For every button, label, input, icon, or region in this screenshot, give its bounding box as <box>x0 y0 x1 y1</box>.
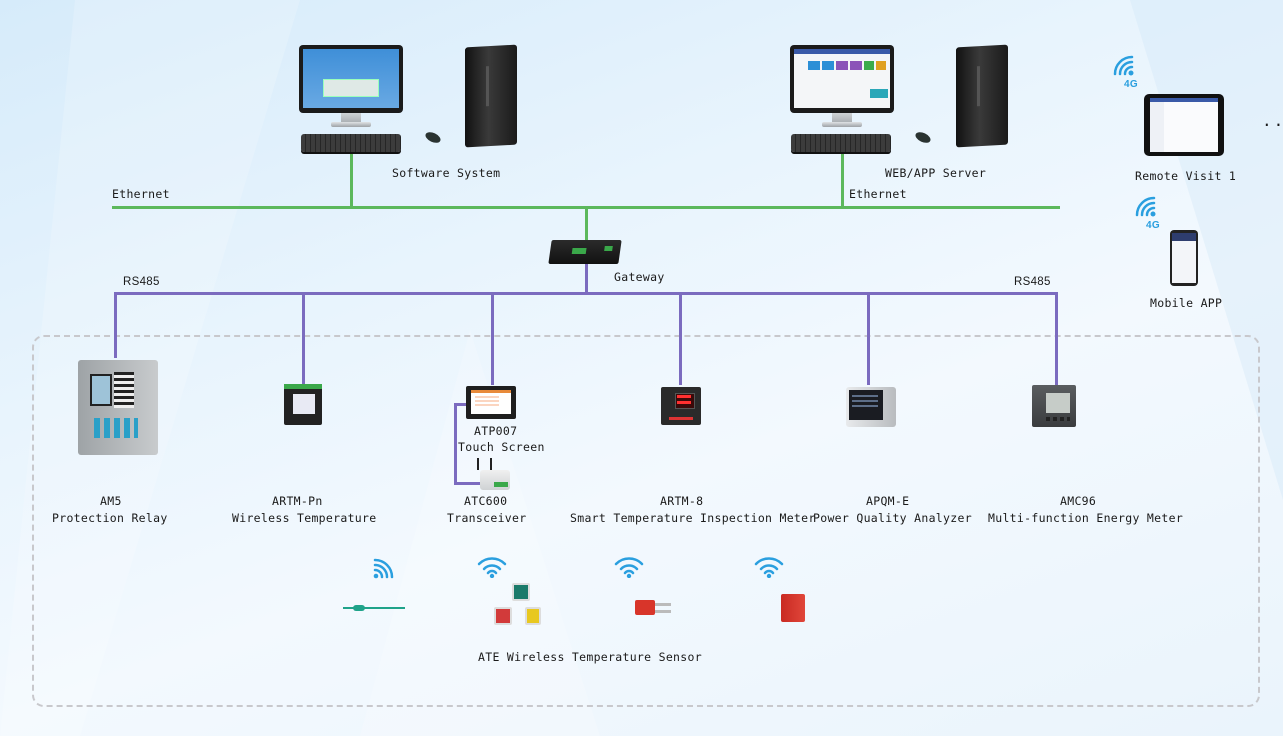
sensor-clip-green[interactable] <box>512 583 530 601</box>
touch-screen-desc: Touch Screen <box>458 440 545 454</box>
transceiver-icon <box>477 458 510 490</box>
gateway-label: Gateway <box>614 270 665 284</box>
gateway-icon <box>548 240 622 264</box>
remote-visit-signal: 4G <box>1124 79 1138 90</box>
remote-visit-tablet[interactable] <box>1144 94 1224 156</box>
ethernet-drop-gateway <box>585 206 588 242</box>
amc96-icon <box>1032 385 1076 427</box>
device-desc: Multi-function Energy Meter <box>988 511 1184 525</box>
wifi-icon <box>614 557 644 578</box>
rs485-label-left: RS485 <box>123 276 160 288</box>
rs485-drop-artm-pn <box>302 292 305 385</box>
wifi-icon <box>754 557 784 578</box>
device-desc: Protection Relay <box>52 511 168 525</box>
artm-pn-icon <box>284 384 322 425</box>
link-touch-transceiver-top <box>454 403 468 406</box>
device-desc: Transceiver <box>447 511 527 525</box>
wifi-4g-icon <box>1135 196 1156 217</box>
monitor-icon <box>299 45 403 113</box>
field-device-area <box>32 335 1260 707</box>
rs485-drop-atp007 <box>491 292 494 385</box>
ethernet-drop-server <box>841 153 844 208</box>
protection-relay-icon <box>78 360 158 455</box>
sensor-label: ATE Wireless Temperature Sensor <box>478 650 702 664</box>
device-model: AMC96 <box>1060 494 1097 508</box>
device-model: ARTM-Pn <box>272 494 323 508</box>
wifi-4g-icon <box>1113 55 1134 76</box>
device-desc: Wireless Temperature <box>232 511 377 525</box>
mobile-app-signal: 4G <box>1146 220 1160 231</box>
apqm-e-icon <box>846 387 896 427</box>
touch-screen-model: ATP007 <box>474 424 518 438</box>
ethernet-label-right: Ethernet <box>849 187 907 201</box>
web-app-server-label: WEB/APP Server <box>885 166 987 180</box>
rs485-drop-gateway <box>585 262 588 294</box>
link-touch-transceiver-bottom <box>454 482 480 485</box>
remote-visit-label: Remote Visit 1 <box>1135 169 1237 183</box>
rs485-label-right: RS485 <box>1014 276 1051 288</box>
rs485-drop-amc96 <box>1055 292 1058 385</box>
device-model: ATC600 <box>464 494 508 508</box>
monitor-icon <box>790 45 894 113</box>
pc-tower-icon <box>956 44 1008 148</box>
ethernet-label-left: Ethernet <box>112 187 170 201</box>
sensor-clip-yellow[interactable] <box>525 607 541 625</box>
keyboard-icon <box>791 134 891 152</box>
touch-screen-icon <box>466 386 516 419</box>
device-desc: Power Quality Analyzer <box>813 511 972 525</box>
mouse-icon <box>423 130 443 145</box>
sensor-lug[interactable] <box>635 600 673 616</box>
mouse-icon <box>913 130 933 145</box>
device-model: APQM-E <box>866 494 910 508</box>
device-desc: Smart Temperature Inspection Meter <box>570 511 816 525</box>
keyboard-icon <box>301 134 401 152</box>
rs485-drop-artm-8 <box>679 292 682 385</box>
pc-tower-icon <box>465 44 517 148</box>
software-system-label: Software System <box>392 166 501 180</box>
sensor-probe[interactable] <box>343 605 405 611</box>
device-model: AM5 <box>100 494 122 508</box>
mobile-app-label: Mobile APP <box>1150 296 1223 310</box>
rs485-drop-am5 <box>114 292 117 358</box>
wifi-icon <box>373 558 394 579</box>
mobile-app-phone[interactable] <box>1170 230 1198 286</box>
wifi-icon <box>477 557 507 578</box>
device-model: ARTM-8 <box>660 494 704 508</box>
more-ellipsis: ... <box>1262 111 1283 130</box>
link-touch-transceiver-v <box>454 403 457 485</box>
sensor-box[interactable] <box>781 594 805 622</box>
ethernet-drop-software <box>350 153 353 208</box>
artm-8-icon <box>661 387 701 425</box>
rs485-drop-apqm-e <box>867 292 870 385</box>
sensor-clip-red[interactable] <box>494 607 512 625</box>
